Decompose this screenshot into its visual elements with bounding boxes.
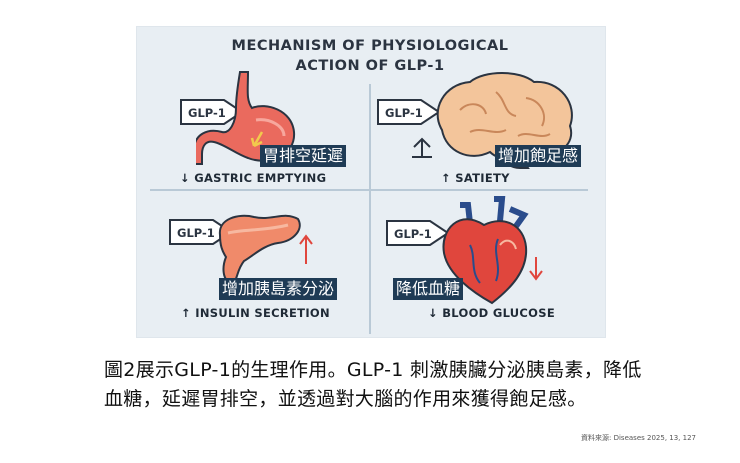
pancreas-icon [218,214,301,285]
tag-insulin-secretion: 增加胰島素分泌 [219,278,338,300]
svg-text:GLP-1: GLP-1 [177,226,215,240]
figure-title-line1: MECHANISM OF PHYSIOLOGICAL [231,38,509,54]
glp-label: GLP-1 [188,106,226,120]
caption-gastric-emptying: ↓ GASTRIC EMPTYING [180,171,327,185]
tag-satiety: 增加飽足感 [495,145,582,167]
caption-satiety: ↑ SATIETY [441,171,510,185]
svg-text:GLP-1: GLP-1 [385,106,423,120]
tag-blood-glucose: 降低血糖 [393,278,464,300]
figure-title-line2: ACTION OF GLP-1 [295,58,445,74]
vertical-divider [369,84,371,334]
tag-gastric-emptying: 胃排空延遲 [260,145,347,167]
down-arrow-red-icon [529,257,543,281]
svg-text:GLP-1: GLP-1 [394,227,432,241]
caption-insulin-secretion: ↑ INSULIN SECRETION [181,306,330,320]
source-citation: 資料來源: Diseases 2025, 13, 127 [581,434,696,442]
glp-arrow-heart: GLP-1 [386,220,450,246]
description-text: 圖2展示GLP-1的生理作用。GLP-1 刺激胰臟分泌胰島素，降低血糖，延遲胃排… [104,359,642,410]
up-arrow-red-icon [299,234,313,264]
heart-icon [442,196,529,305]
stomach-icon [196,71,296,165]
glp-arrow-stomach: GLP-1 [180,99,244,125]
up-arrow-icon [412,137,432,158]
glp-arrow-brain: GLP-1 [377,99,441,125]
caption-blood-glucose: ↓ BLOOD GLUCOSE [428,306,555,320]
